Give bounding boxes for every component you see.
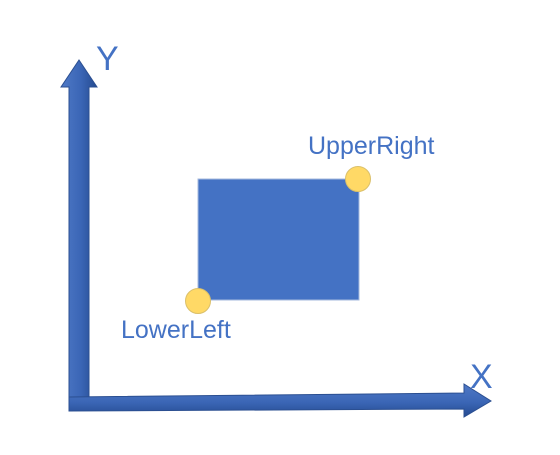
y-axis-label: Y — [96, 40, 119, 78]
upper-right-point — [345, 166, 371, 192]
upper-right-label: UpperRight — [308, 132, 435, 160]
y-axis-arrow — [60, 59, 98, 411]
bounding-rectangle — [197, 178, 360, 301]
x-axis-arrow — [68, 383, 492, 418]
lower-left-point — [185, 288, 211, 314]
lower-left-label: LowerLeft — [121, 316, 231, 344]
x-axis-label: X — [470, 358, 493, 396]
